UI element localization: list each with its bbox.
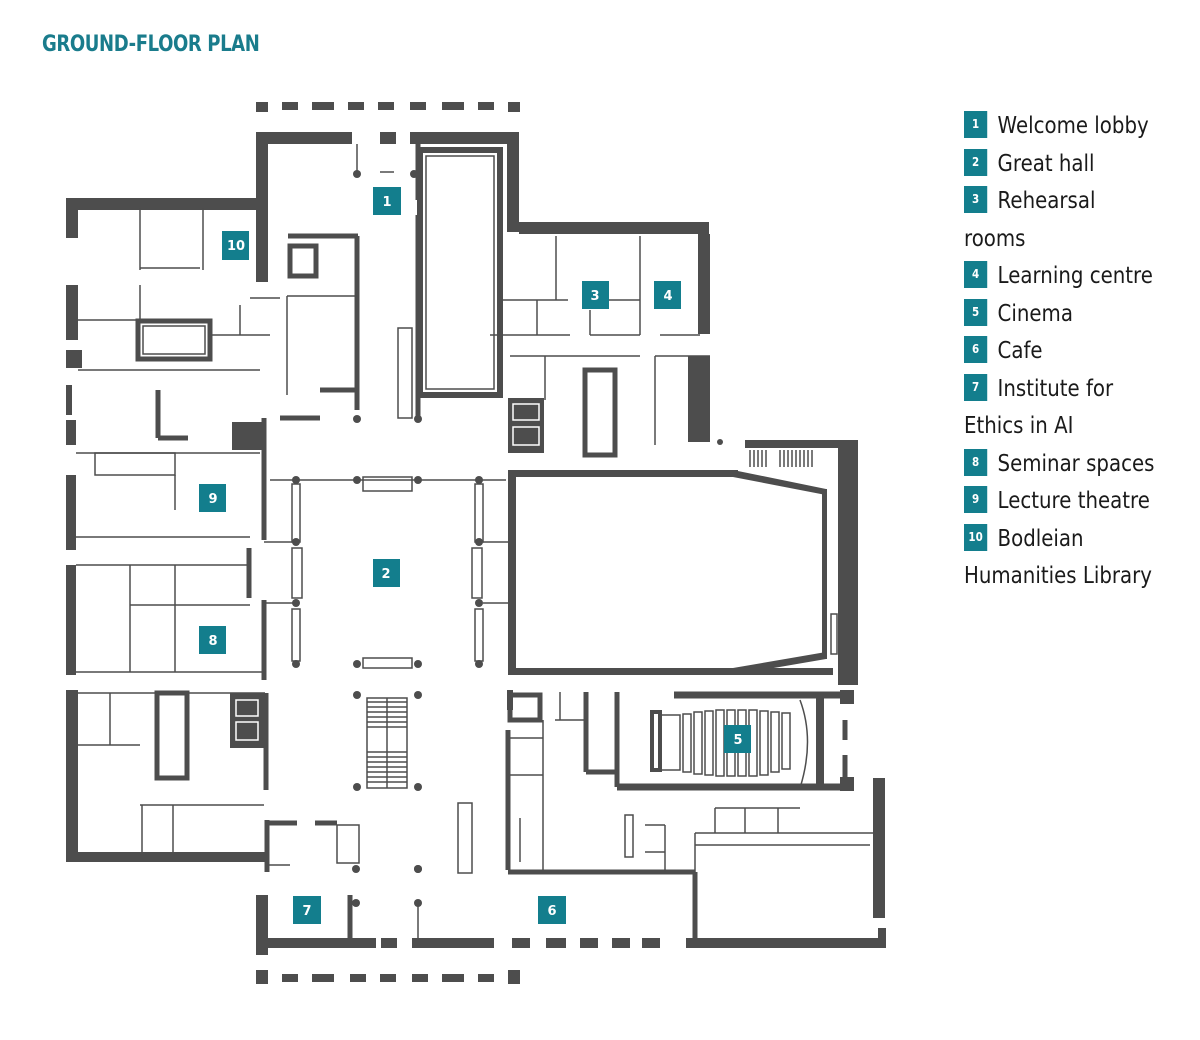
- rehearsal-learning-rooms: [490, 236, 710, 458]
- svg-text:2: 2: [381, 567, 390, 582]
- legend-badge: 2: [964, 148, 988, 176]
- legend-label: Cafe: [997, 338, 1043, 364]
- svg-text:7: 7: [302, 904, 311, 919]
- marker-6[interactable]: 6: [538, 896, 566, 924]
- cafe-area: [505, 690, 886, 948]
- legend-badge: 10: [964, 523, 988, 551]
- svg-text:8: 8: [208, 634, 217, 649]
- legend-item[interactable]: 2 Great hall: [964, 146, 1162, 184]
- main-stairs: [367, 698, 407, 788]
- legend-item[interactable]: 9 Lecture theatre: [964, 483, 1162, 521]
- marker-8[interactable]: 8: [199, 626, 226, 654]
- svg-text:1: 1: [382, 195, 391, 210]
- marker-5[interactable]: 5: [724, 725, 751, 753]
- performance-hall: [508, 439, 858, 685]
- svg-text:9: 9: [208, 492, 217, 507]
- svg-text:6: 6: [547, 904, 556, 919]
- legend-badge: 4: [964, 261, 988, 288]
- lobby-walls: [256, 132, 710, 420]
- legend-label: Welcome lobby: [997, 113, 1149, 139]
- svg-text:10: 10: [227, 239, 245, 254]
- corridor-rooms: [280, 233, 422, 423]
- cinema-seating: [682, 709, 791, 777]
- marker-1[interactable]: 1: [373, 187, 401, 215]
- legend-badge: 5: [964, 298, 988, 326]
- side-stairs: [749, 450, 813, 467]
- legend-badge: 6: [964, 336, 988, 363]
- page-title: GROUND-FLOOR PLAN: [42, 32, 260, 57]
- legend-item[interactable]: 4 Learning centre: [964, 258, 1162, 296]
- legend-item[interactable]: 8 Seminar spaces: [964, 446, 1162, 484]
- legend-label: Bodleian Humanities Library: [964, 525, 1153, 590]
- library-walls: [66, 198, 280, 371]
- marker-9[interactable]: 9: [199, 484, 226, 512]
- legend-item[interactable]: 1 Welcome lobby: [964, 108, 1162, 146]
- legend-badge: 3: [964, 186, 988, 213]
- legend-label: Seminar spaces: [997, 450, 1155, 477]
- legend-item[interactable]: 6 Cafe: [964, 333, 1162, 371]
- marker-7[interactable]: 7: [293, 896, 321, 924]
- legend-label: Great hall: [997, 150, 1095, 177]
- legend-badge: 9: [964, 486, 988, 513]
- legend-badge: 1: [964, 111, 988, 138]
- legend-label: Rehearsal rooms: [964, 188, 1096, 252]
- legend-item[interactable]: 5 Cinema: [964, 296, 1162, 334]
- marker-2[interactable]: 2: [373, 559, 400, 587]
- legend-badge: 7: [964, 373, 988, 401]
- legend-label: Cinema: [997, 300, 1073, 327]
- marker-10[interactable]: 10: [222, 231, 249, 260]
- seminar-walls: [66, 548, 267, 680]
- legend-badge: 8: [964, 448, 988, 476]
- great-hall: [264, 476, 510, 874]
- svg-text:4: 4: [663, 289, 672, 304]
- legend-label: Lecture theatre: [997, 488, 1150, 514]
- bottom-walls: [256, 820, 886, 984]
- legend-label: Learning centre: [997, 263, 1153, 289]
- marker-4[interactable]: 4: [654, 281, 681, 309]
- lower-left-walls: [66, 690, 269, 862]
- top-dashed-outline: [256, 102, 520, 112]
- lecture-theatre-walls: [66, 385, 267, 550]
- legend-label: Institute for Ethics in AI: [964, 375, 1114, 440]
- svg-text:3: 3: [590, 289, 599, 304]
- marker-3[interactable]: 3: [582, 281, 609, 309]
- svg-text:5: 5: [733, 733, 742, 748]
